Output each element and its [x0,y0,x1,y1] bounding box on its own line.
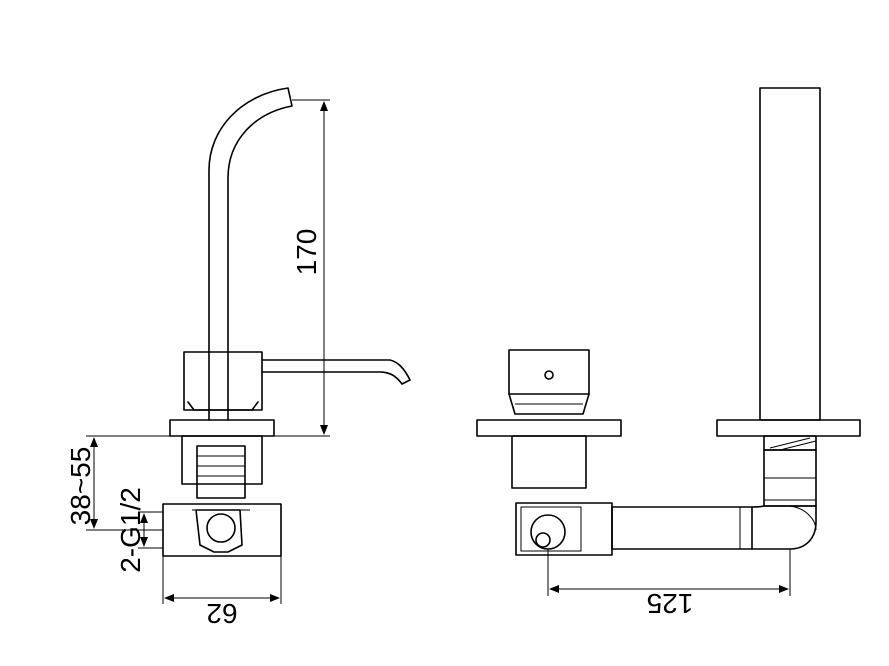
front-plate-right [716,419,861,437]
side-view: 170 38~55 2-G1/2 62 [65,87,411,629]
front-view: 125 [476,87,861,619]
cartridge [196,445,246,499]
sleeve [181,435,263,485]
valve-outlet [206,513,236,543]
label-body-width: 62 [206,598,237,629]
front-spout [759,87,821,421]
dimension-body-width: 62 [162,556,282,629]
dimension-depth: 38~55 [65,435,170,531]
front-plate-left [476,419,622,437]
label-thread: 2-G1/2 [115,487,146,573]
dimension-spout-height: 170 [291,99,330,437]
front-elbow [751,505,817,550]
connecting-pipe [611,506,753,550]
escutcheon-plate [169,419,275,437]
dimension-spacing: 125 [547,549,791,619]
lever-handle [261,359,411,385]
mixer-body [183,351,263,411]
spout-tube [208,87,293,421]
front-sleeve-left [511,435,587,489]
label-depth: 38~55 [65,447,96,526]
label-spout-height: 170 [291,229,322,276]
front-handle [508,349,590,395]
valve-box [162,503,282,557]
dimension-thread: 2-G1/2 [115,487,163,573]
front-outlet-inner [535,532,551,548]
label-spacing: 125 [647,588,694,619]
indicator-dot [544,370,554,380]
